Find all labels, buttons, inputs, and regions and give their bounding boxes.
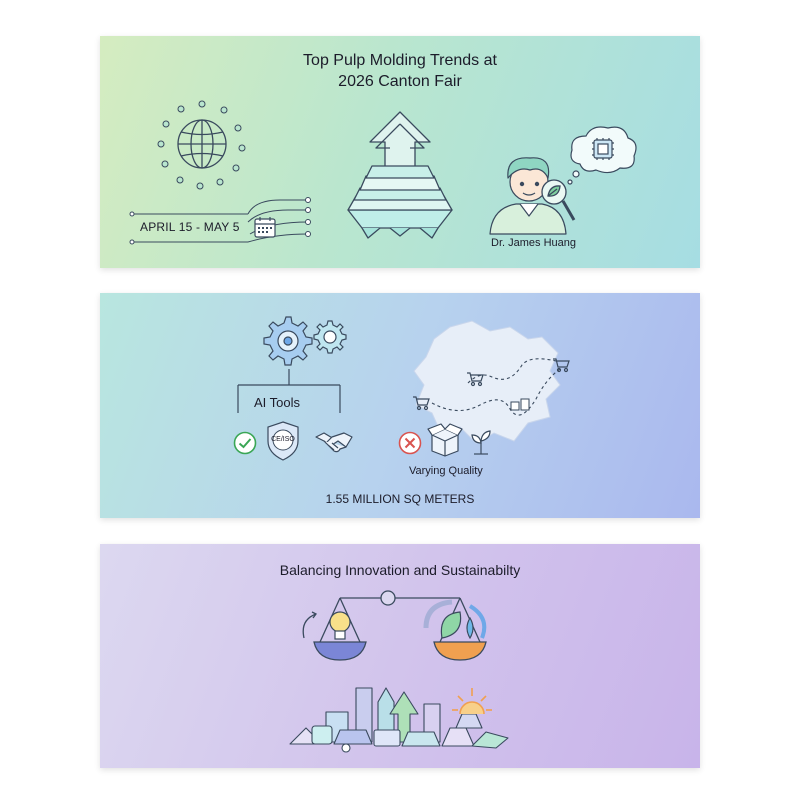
cross-icon [398, 431, 422, 455]
lightbulb-icon [329, 611, 351, 640]
magnifier-leaf-icon [541, 179, 576, 221]
certification-shield-icon [267, 421, 299, 461]
cart-icon [553, 358, 570, 373]
certification-badge-text: CE/ISO [271, 436, 295, 443]
panel-ai-market: AI Tools CE/ISO [100, 293, 700, 518]
person-name: Dr. James Huang [491, 237, 576, 249]
title-line-1: Top Pulp Molding Trends at [303, 52, 497, 69]
calendar-icon [254, 217, 276, 238]
panel-title: Balancing Innovation and Sustainabilty [279, 562, 521, 578]
circuit-lines [129, 197, 311, 245]
crates-icon [510, 398, 530, 411]
balance-scale-icon [302, 590, 487, 661]
check-icon [233, 431, 257, 455]
leaf-drop-icon [440, 611, 474, 640]
panel-balance: Balancing Innovation and Sustainabilty [100, 544, 700, 768]
globe-icon [157, 100, 246, 190]
stacked-trays-icon [347, 111, 453, 239]
handshake-icon [315, 432, 353, 453]
panel-title: Top Pulp Molding Trends at 2026 Canton F… [100, 50, 700, 92]
sun-icon [452, 688, 492, 715]
varying-quality-label: Varying Quality [409, 465, 483, 477]
packaging-city-icon [289, 687, 509, 753]
chip-icon [567, 126, 637, 185]
open-box-icon [427, 423, 463, 457]
sprout-icon [471, 430, 491, 455]
gears-icon [263, 316, 347, 366]
ai-tools-label: AI Tools [254, 395, 301, 410]
cart-icon [413, 396, 430, 411]
cart-icon [467, 372, 484, 387]
area-label: 1.55 MILLION SQ METERS [325, 492, 475, 506]
event-dates: APRIL 15 - MAY 5 [140, 220, 240, 234]
ai-tools-bracket [237, 369, 341, 413]
panel-trends: Top Pulp Molding Trends at 2026 Canton F… [100, 36, 700, 268]
title-line-2: 2026 Canton Fair [338, 73, 462, 90]
scientist-icon [489, 157, 567, 235]
